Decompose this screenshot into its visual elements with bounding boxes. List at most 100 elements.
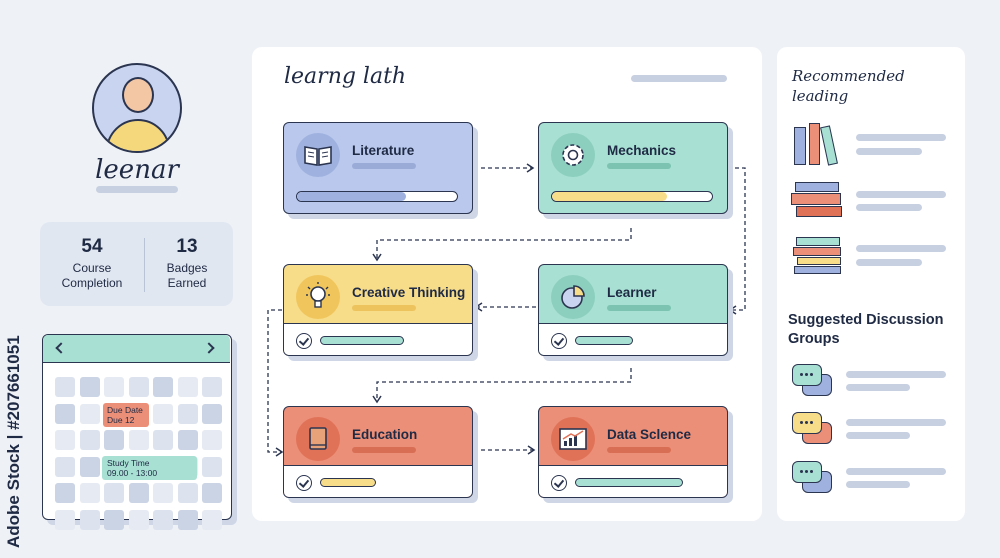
course-subtitle-placeholder	[607, 305, 671, 311]
stat-label: Badges Earned	[166, 261, 208, 290]
calendar-day[interactable]	[202, 509, 222, 530]
calendar-day[interactable]	[104, 509, 124, 530]
avatar[interactable]	[92, 63, 182, 153]
mini-progress	[575, 336, 633, 345]
calendar-day[interactable]	[79, 483, 100, 503]
calendar-day[interactable]	[55, 430, 75, 450]
course-card-mechanics[interactable]: Mechanics	[538, 122, 728, 214]
card-footer	[539, 465, 727, 497]
group-info-placeholder	[846, 481, 910, 488]
calendar-day[interactable]	[104, 430, 124, 450]
course-card-data-science[interactable]: Data Sclence	[538, 406, 728, 498]
calendar-event-study[interactable]: Study Time 09.00 - 13:00	[102, 456, 197, 480]
calendar-day[interactable]	[177, 509, 198, 530]
calendar-day[interactable]	[79, 377, 100, 397]
calendar-day[interactable]	[153, 403, 173, 424]
progress-fill	[552, 192, 668, 201]
progress-bar	[551, 191, 713, 202]
course-title: Learner	[607, 285, 657, 300]
calendar-day[interactable]	[79, 509, 100, 530]
calendar-day[interactable]	[55, 483, 75, 503]
calendar-day[interactable]	[55, 377, 75, 397]
course-subtitle-placeholder	[352, 163, 416, 169]
book-stack-icon[interactable]	[792, 123, 846, 167]
gear-icon	[551, 133, 595, 177]
bar-chart-icon	[551, 417, 595, 461]
discussion-groups-title: Suggested Discussion Groups	[788, 312, 944, 347]
stat-value: 54	[81, 236, 103, 257]
group-name-placeholder	[846, 419, 946, 426]
course-card-learner[interactable]: Learner	[538, 264, 728, 356]
calendar-day[interactable]	[128, 509, 149, 530]
book-title-placeholder	[856, 134, 946, 141]
recommended-reading-title: Recommended leading	[792, 67, 905, 105]
course-title: Mechanics	[607, 143, 677, 158]
calendar: Due Date Due 12 Study Time 09.00 - 13:00	[42, 334, 232, 530]
course-card-education[interactable]: Education	[283, 406, 473, 498]
calendar-header	[43, 335, 230, 363]
group-name-placeholder	[846, 468, 946, 475]
calendar-day[interactable]	[177, 403, 198, 424]
calendar-day[interactable]	[104, 483, 124, 503]
calendar-day[interactable]	[79, 456, 100, 477]
sidebar-panel	[777, 47, 965, 521]
course-subtitle-placeholder	[607, 447, 671, 453]
calendar-day[interactable]	[177, 483, 198, 503]
group-info-placeholder	[846, 384, 910, 391]
progress-fill	[297, 192, 406, 201]
course-subtitle-placeholder	[352, 305, 416, 311]
chat-bubble-icon[interactable]	[790, 364, 836, 398]
course-subtitle-placeholder	[352, 447, 416, 453]
subtitle-placeholder	[96, 186, 178, 193]
calendar-day[interactable]	[202, 403, 222, 424]
calendar-day[interactable]	[153, 377, 173, 397]
calendar-day[interactable]	[202, 430, 222, 450]
book-icon	[296, 417, 340, 461]
course-title: Creative Thinking	[352, 285, 466, 300]
event-detail: 09.00 - 13:00	[107, 468, 158, 478]
course-title: Literature	[352, 143, 415, 158]
calendar-day[interactable]	[55, 403, 75, 424]
chat-bubble-icon[interactable]	[790, 461, 836, 495]
calendar-day[interactable]	[128, 483, 149, 503]
calendar-day[interactable]	[55, 509, 75, 530]
calendar-day[interactable]	[153, 509, 173, 530]
learning-path-title: learng lath	[284, 64, 407, 89]
stat-value: 13	[176, 236, 198, 257]
calendar-day[interactable]	[202, 483, 222, 503]
stat-course-completion: 54 Course Completion	[40, 236, 144, 291]
calendar-day[interactable]	[79, 403, 100, 424]
book-stack-icon[interactable]	[793, 235, 847, 277]
pie-chart-icon	[551, 275, 595, 319]
event-title: Due Date	[107, 405, 143, 415]
chat-bubble-icon[interactable]	[790, 412, 836, 446]
signature: leenar	[95, 155, 179, 185]
event-title: Study Time	[107, 458, 150, 468]
calendar-day[interactable]	[153, 430, 173, 450]
course-card-literature[interactable]: Literature	[283, 122, 473, 214]
course-subtitle-placeholder	[607, 163, 671, 169]
mini-progress	[575, 478, 683, 487]
lightbulb-icon	[296, 275, 340, 319]
check-icon	[296, 475, 312, 491]
stat-badges-earned: 13 Badges Earned	[144, 236, 230, 291]
calendar-day[interactable]	[128, 377, 149, 397]
book-stack-icon[interactable]	[791, 180, 845, 220]
book-author-placeholder	[856, 148, 922, 155]
calendar-day[interactable]	[177, 377, 198, 397]
course-card-creative-thinking[interactable]: Creative Thinking	[283, 264, 473, 356]
calendar-event-due[interactable]: Due Date Due 12	[103, 403, 149, 427]
calendar-day[interactable]	[128, 430, 149, 450]
calendar-day[interactable]	[55, 456, 75, 477]
check-icon	[551, 475, 567, 491]
calendar-day[interactable]	[202, 377, 222, 397]
calendar-day[interactable]	[202, 456, 222, 477]
card-footer	[284, 465, 472, 497]
calendar-day[interactable]	[153, 483, 173, 503]
header-placeholder	[631, 75, 727, 82]
calendar-day[interactable]	[104, 377, 124, 397]
calendar-day[interactable]	[79, 430, 100, 450]
calendar-day[interactable]	[177, 430, 198, 450]
check-icon	[296, 333, 312, 349]
